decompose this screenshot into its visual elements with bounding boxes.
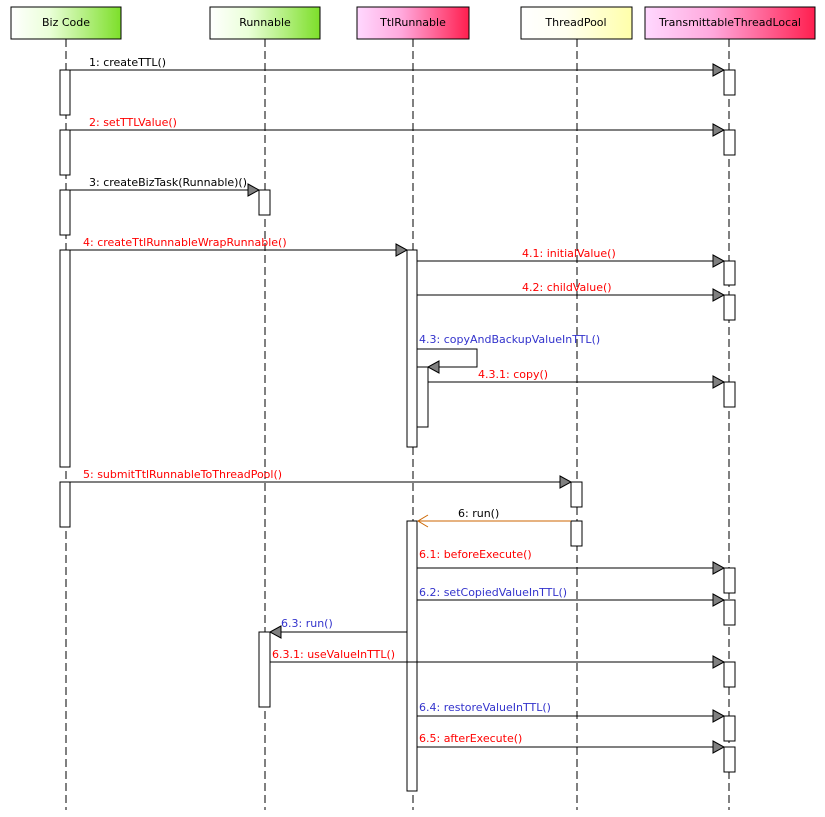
activation-biz [59, 69, 71, 116]
activation-runnable [258, 189, 271, 216]
activation-ttl [723, 294, 736, 321]
message-label: 4.2: childValue() [522, 281, 612, 294]
message-6-1[interactable]: 6.1: beforeExecute() [417, 548, 726, 575]
activation-ttl [723, 746, 736, 773]
message-label: 6.2: setCopiedValueInTTL() [419, 586, 567, 599]
message-label: 1: createTTL() [89, 56, 166, 69]
message-3[interactable]: 3: createBizTask(Runnable)() [70, 176, 261, 197]
participant-biz[interactable]: Biz Code [10, 6, 122, 40]
participant-threadpool[interactable]: ThreadPool [520, 6, 633, 40]
message-label: 6.1: beforeExecute() [419, 548, 532, 561]
message-5[interactable]: 5: submitTtlRunnableToThreadPool() [70, 468, 573, 489]
activation-ttl [723, 661, 736, 688]
message-label: 4.1: initialValue() [522, 247, 616, 260]
message-label: 4: createTtlRunnableWrapRunnable() [83, 236, 287, 249]
activation-ttlrunnable-nested [416, 366, 429, 428]
message-4[interactable]: 4: createTtlRunnableWrapRunnable() [70, 236, 409, 257]
message-label: 6.3.1: useValueInTTL() [272, 648, 395, 661]
message-label: 2: setTTLValue() [89, 116, 177, 129]
activation-threadpool [570, 520, 583, 547]
message-6-4[interactable]: 6.4: restoreValueInTTL() [417, 701, 726, 723]
message-6-5[interactable]: 6.5: afterExecute() [417, 732, 726, 754]
message-6-2[interactable]: 6.2: setCopiedValueInTTL() [417, 586, 726, 607]
message-6-3[interactable]: 6.3: run() [268, 617, 407, 639]
message-4-1[interactable]: 4.1: initialValue() [417, 247, 726, 268]
message-4-2[interactable]: 4.2: childValue() [417, 281, 726, 302]
message-label: 6: run() [458, 507, 499, 520]
activation-ttl [723, 599, 736, 626]
activation-ttl [723, 567, 736, 594]
activation-biz [59, 249, 71, 468]
message-label: 6.5: afterExecute() [419, 732, 522, 745]
message-label: 5: submitTtlRunnableToThreadPool() [83, 468, 282, 481]
activation-ttl [723, 381, 736, 408]
message-6[interactable]: 6: run() [417, 507, 571, 528]
participant-label: Runnable [239, 16, 291, 29]
participant-ttl[interactable]: TransmittableThreadLocal [644, 6, 816, 40]
participant-runnable[interactable]: Runnable [209, 6, 321, 40]
message-4-3-1[interactable]: 4.3.1: copy() [428, 368, 726, 389]
activation-runnable [258, 631, 271, 708]
message-label: 4.3: copyAndBackupValueInTTL() [419, 333, 600, 346]
activation-ttlrunnable [406, 520, 418, 792]
lifelines [65, 39, 730, 810]
activation-threadpool [570, 481, 583, 508]
activation-ttlrunnable [406, 249, 418, 448]
message-label: 3: createBizTask(Runnable)() [89, 176, 247, 189]
activation-ttl [723, 129, 736, 156]
message-label: 6.3: run() [281, 617, 333, 630]
activation-biz [59, 189, 71, 236]
activation-biz [59, 481, 71, 528]
participant-label: ThreadPool [544, 16, 606, 29]
activations [59, 69, 736, 792]
activation-biz [59, 129, 71, 176]
activation-ttl [723, 69, 736, 96]
participant-label: TtlRunnable [379, 16, 446, 29]
message-1[interactable]: 1: createTTL() [70, 56, 726, 77]
participant-ttlrunnable[interactable]: TtlRunnable [356, 6, 470, 40]
activation-ttl [723, 260, 736, 286]
message-6-3-1[interactable]: 6.3.1: useValueInTTL() [270, 648, 726, 669]
message-2[interactable]: 2: setTTLValue() [70, 116, 726, 137]
message-label: 4.3.1: copy() [478, 368, 548, 381]
participant-label: Biz Code [42, 16, 90, 29]
activation-ttl [723, 715, 736, 742]
participant-label: TransmittableThreadLocal [658, 16, 801, 29]
message-label: 6.4: restoreValueInTTL() [419, 701, 551, 714]
message-4-3[interactable]: 4.3: copyAndBackupValueInTTL() [417, 333, 600, 374]
